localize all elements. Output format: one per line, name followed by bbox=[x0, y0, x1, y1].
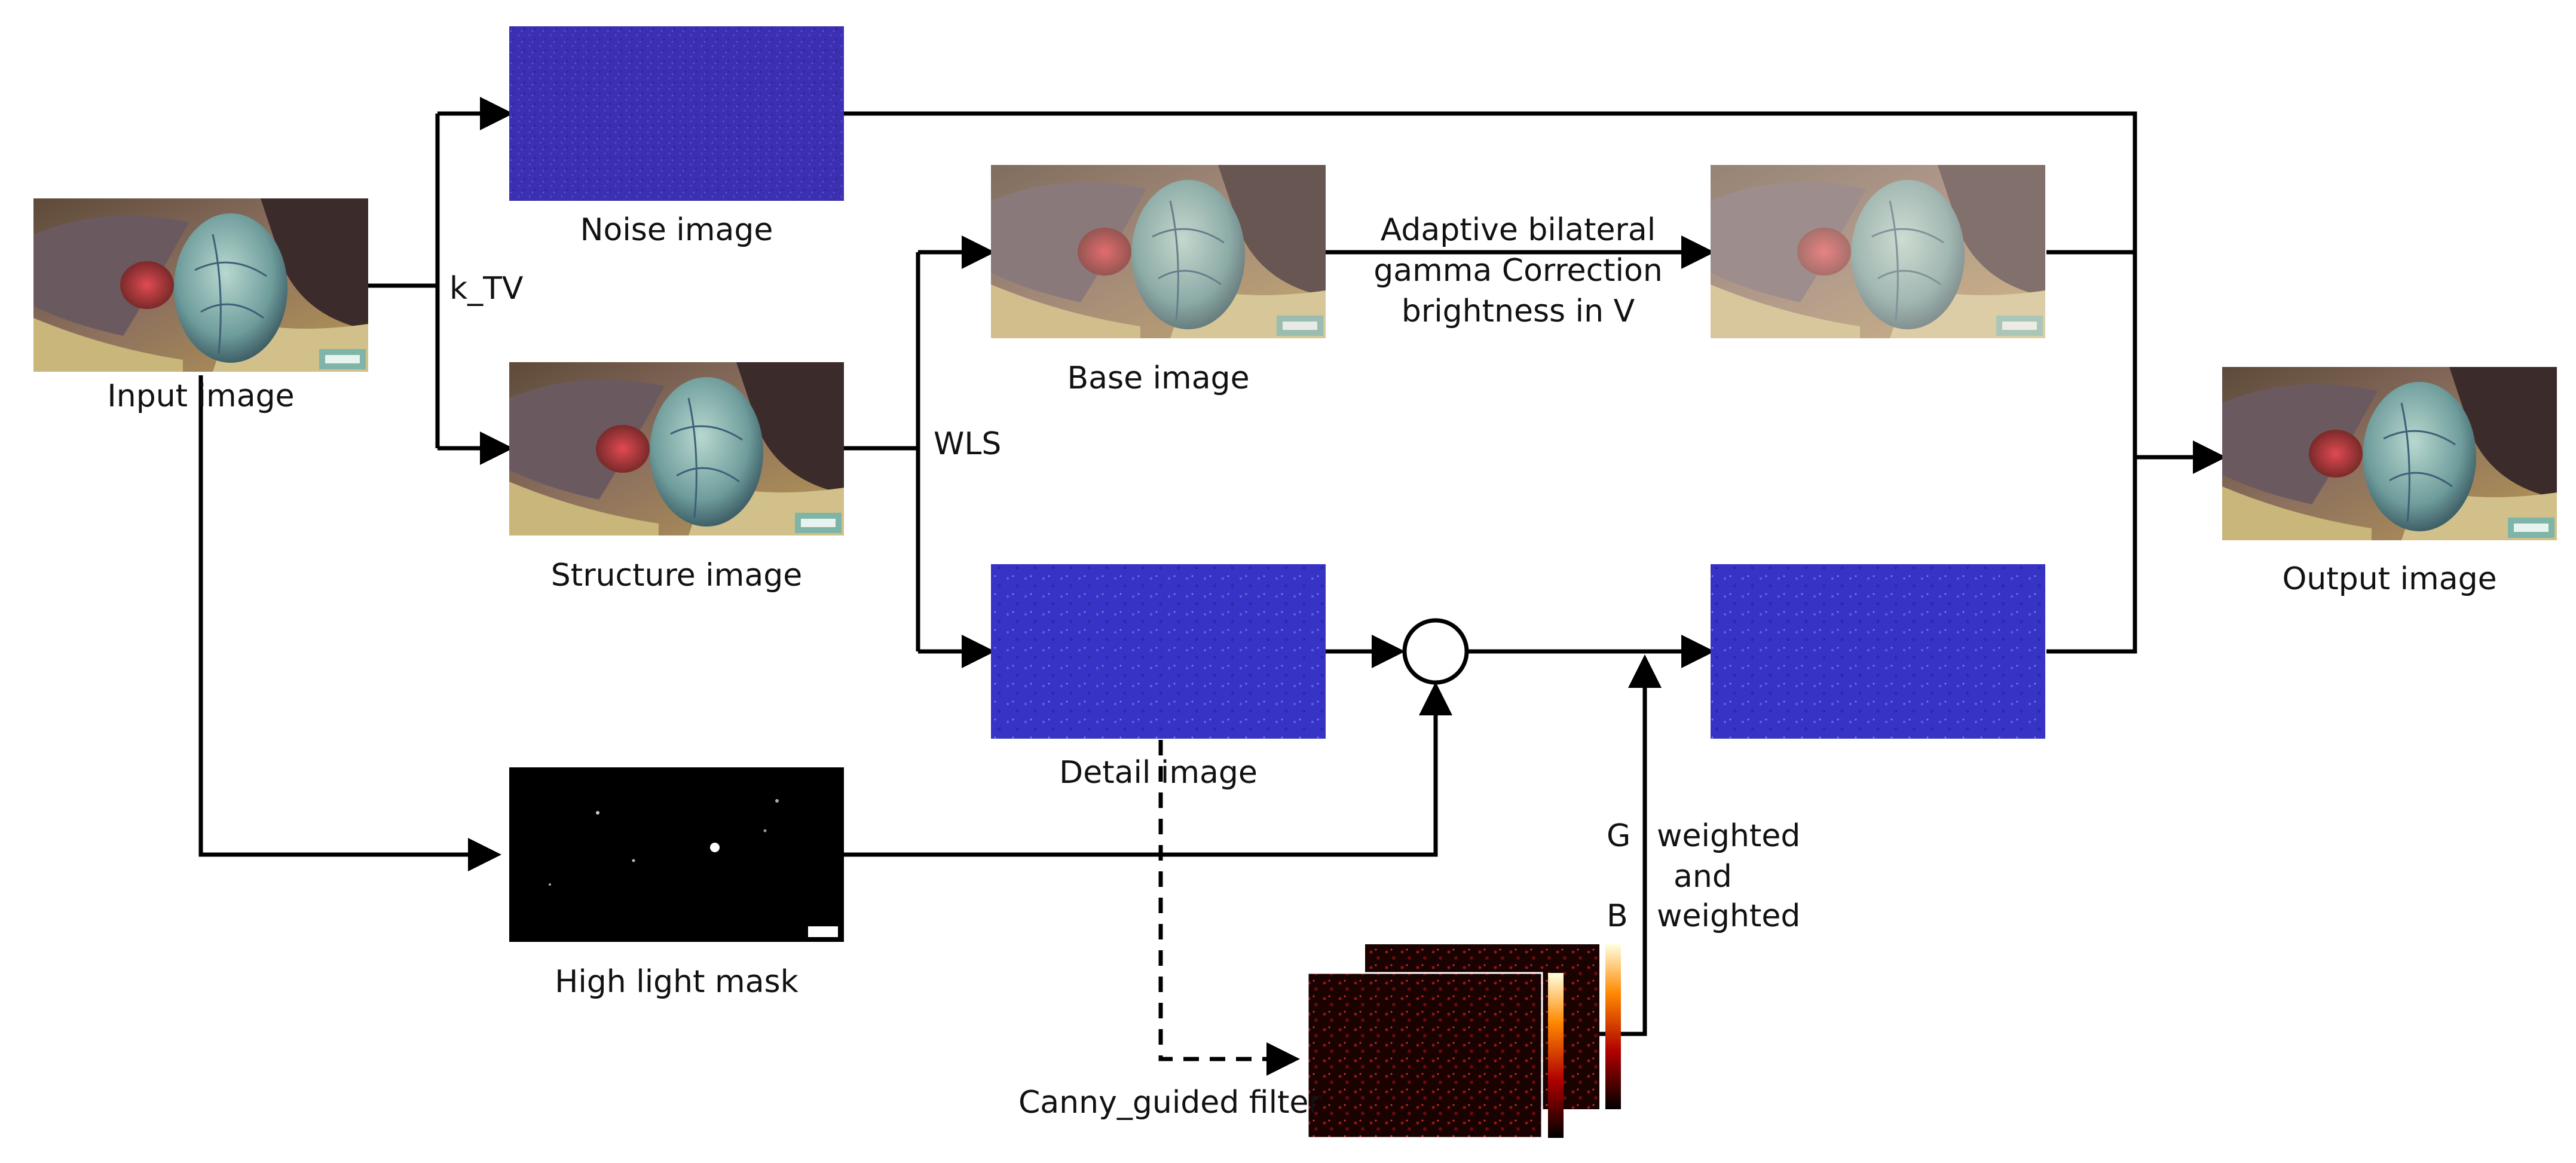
structure-image-label: Structure image bbox=[551, 558, 802, 593]
enhanced-base-image bbox=[1709, 164, 2046, 339]
b-label: B bbox=[1607, 898, 1628, 934]
output-image-label: Output image bbox=[2282, 561, 2497, 597]
connectors bbox=[198, 97, 2226, 1076]
highlight-mask-label: High light mask bbox=[555, 964, 799, 1000]
gamma-line-2: gamma Correction bbox=[1373, 253, 1663, 289]
ktv-label: k_TV bbox=[449, 271, 524, 307]
input-image-label: Input image bbox=[107, 378, 294, 414]
base-image bbox=[990, 164, 1327, 339]
detail-image bbox=[991, 564, 1326, 739]
weighted-label-2: weighted bbox=[1657, 898, 1800, 934]
weighted-label-1: weighted bbox=[1657, 818, 1800, 854]
gamma-line-3: brightness in V bbox=[1402, 293, 1635, 329]
output-image bbox=[2221, 366, 2558, 541]
gamma-line-1: Adaptive bilateral bbox=[1381, 212, 1656, 248]
structure-image bbox=[508, 361, 845, 537]
subtract-node bbox=[1402, 618, 1469, 685]
detail-image-label: Detail image bbox=[1059, 755, 1258, 791]
canny-heatmap-stack bbox=[1307, 944, 1621, 1139]
enhanced-detail-image bbox=[1711, 564, 2045, 739]
and-label: and bbox=[1674, 859, 1732, 895]
wls-label: WLS bbox=[934, 426, 1001, 462]
g-label: G bbox=[1607, 818, 1630, 854]
highlight-mask-image bbox=[509, 767, 844, 942]
canny-filter-label: Canny_guided filter bbox=[1018, 1085, 1321, 1121]
base-image-label: Base image bbox=[1067, 360, 1249, 396]
noise-image-label: Noise image bbox=[580, 212, 773, 248]
noise-image bbox=[509, 26, 844, 201]
input-image bbox=[32, 197, 369, 373]
